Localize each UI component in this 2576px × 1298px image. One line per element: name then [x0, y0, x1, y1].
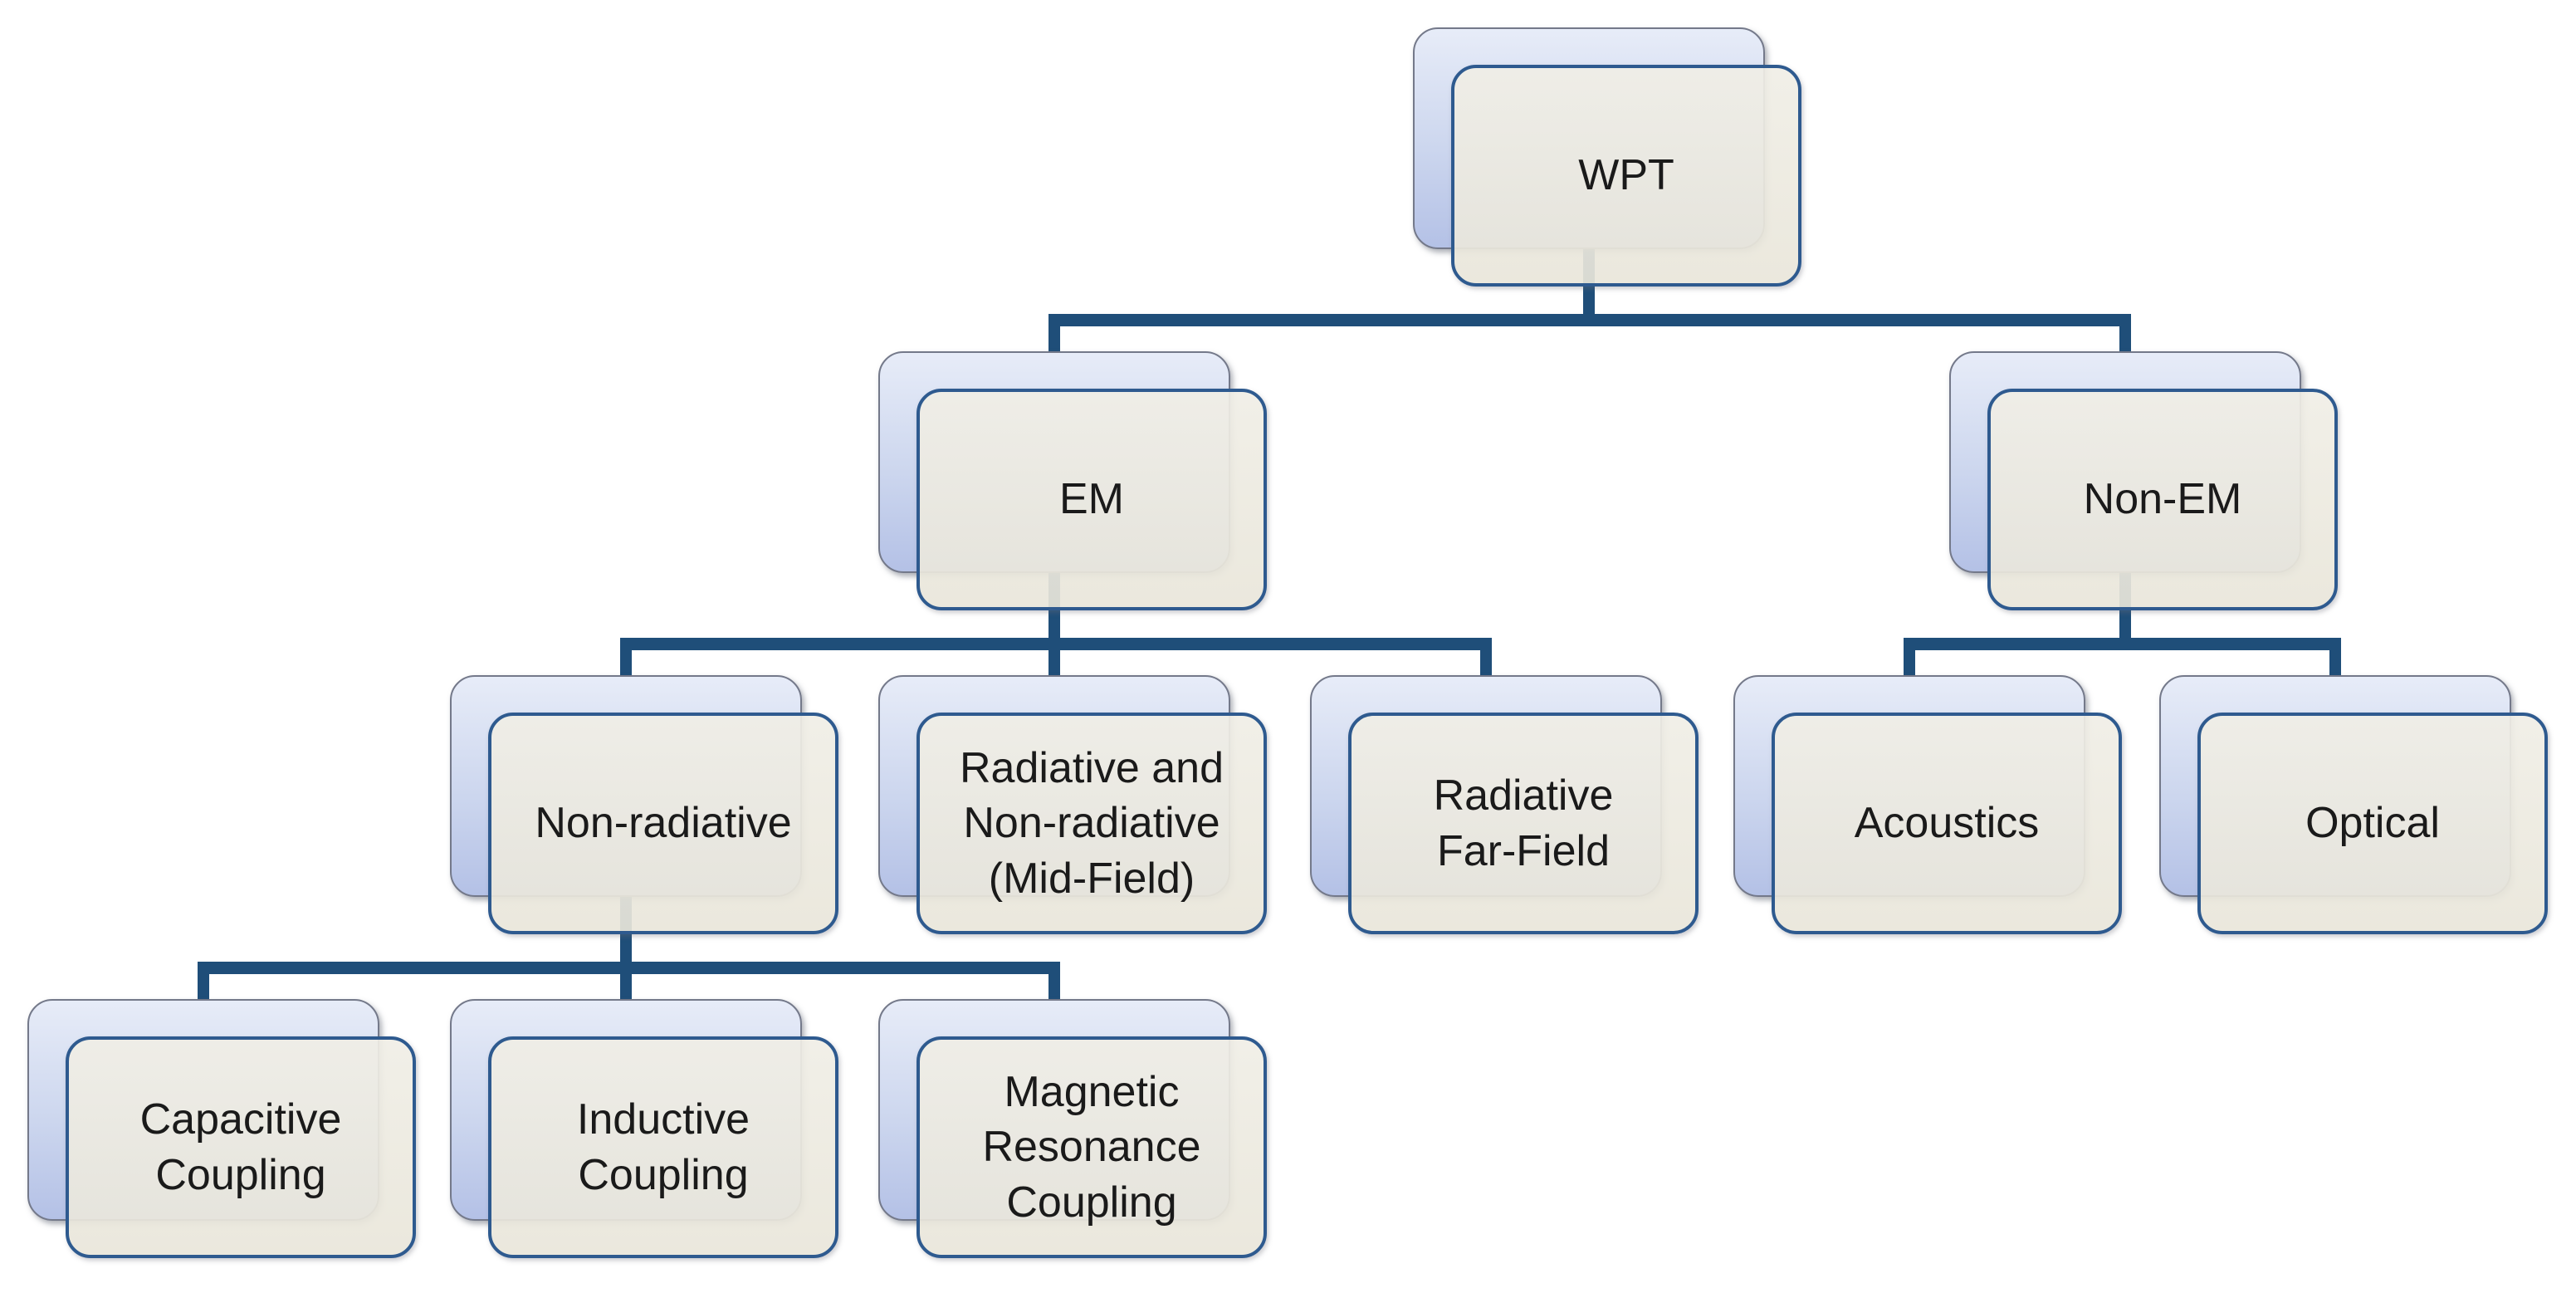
node-optical-front-card: Optical: [2197, 713, 2548, 934]
node-magnetic-resonance-coupling-front-card: Magnetic Resonance Coupling: [917, 1036, 1267, 1258]
node-capacitive-coupling: Capacitive Coupling: [27, 999, 416, 1258]
node-non-em-label: Non-EM: [2083, 475, 2242, 524]
node-acoustics-label: Acoustics: [1854, 799, 2040, 848]
connector-nonem-drop: [2119, 314, 2131, 351]
node-radiative-far-field-front-card: Radiative Far-Field: [1348, 713, 1699, 934]
node-inductive-coupling: Inductive Coupling: [450, 999, 838, 1258]
node-mid-field-label: Radiative and Non-radiative (Mid-Field): [960, 743, 1224, 903]
node-optical-label: Optical: [2305, 799, 2440, 848]
connector-nonradiative-drop: [620, 638, 632, 675]
node-magnetic-resonance-coupling: Magnetic Resonance Coupling: [878, 999, 1267, 1258]
node-non-radiative: Non-radiative: [450, 675, 838, 934]
connector-radfar-drop: [1480, 638, 1492, 675]
node-mid-field: Radiative and Non-radiative (Mid-Field): [878, 675, 1267, 934]
node-wpt-label: WPT: [1578, 151, 1674, 200]
node-non-em: Non-EM: [1949, 351, 2338, 610]
node-non-radiative-front-card: Non-radiative: [488, 713, 838, 934]
node-em: EM: [878, 351, 1267, 610]
node-em-label: EM: [1059, 475, 1124, 524]
connector-optical-drop: [2329, 638, 2341, 675]
node-capacitive-coupling-front-card: Capacitive Coupling: [66, 1036, 416, 1258]
node-radiative-far-field: Radiative Far-Field: [1310, 675, 1699, 934]
node-capacitive-coupling-label: Capacitive Coupling: [139, 1095, 342, 1199]
connector-capacitive-drop: [198, 962, 209, 999]
node-wpt-front-card: WPT: [1451, 65, 1801, 287]
node-acoustics: Acoustics: [1733, 675, 2122, 934]
node-optical: Optical: [2159, 675, 2548, 934]
node-wpt: WPT: [1413, 27, 1801, 287]
node-acoustics-front-card: Acoustics: [1772, 713, 2122, 934]
connector-magres-drop: [1048, 962, 1060, 999]
node-mid-field-front-card: Radiative and Non-radiative (Mid-Field): [917, 713, 1267, 934]
connector-acoustics-drop: [1904, 638, 1915, 675]
node-inductive-coupling-front-card: Inductive Coupling: [488, 1036, 838, 1258]
connector-nonem-children-bar: [1904, 638, 2341, 650]
node-magnetic-resonance-coupling-label: Magnetic Resonance Coupling: [982, 1067, 1201, 1227]
connector-midfield-drop: [1048, 638, 1060, 675]
node-non-em-front-card: Non-EM: [1987, 389, 2338, 610]
node-non-radiative-label: Non-radiative: [535, 799, 792, 848]
node-inductive-coupling-label: Inductive Coupling: [576, 1095, 750, 1199]
connector-em-drop: [1048, 314, 1060, 351]
node-em-front-card: EM: [917, 389, 1267, 610]
connector-inductive-drop: [620, 962, 632, 999]
node-radiative-far-field-label: Radiative Far-Field: [1433, 771, 1614, 875]
connector-root-bar: [1048, 314, 2131, 326]
